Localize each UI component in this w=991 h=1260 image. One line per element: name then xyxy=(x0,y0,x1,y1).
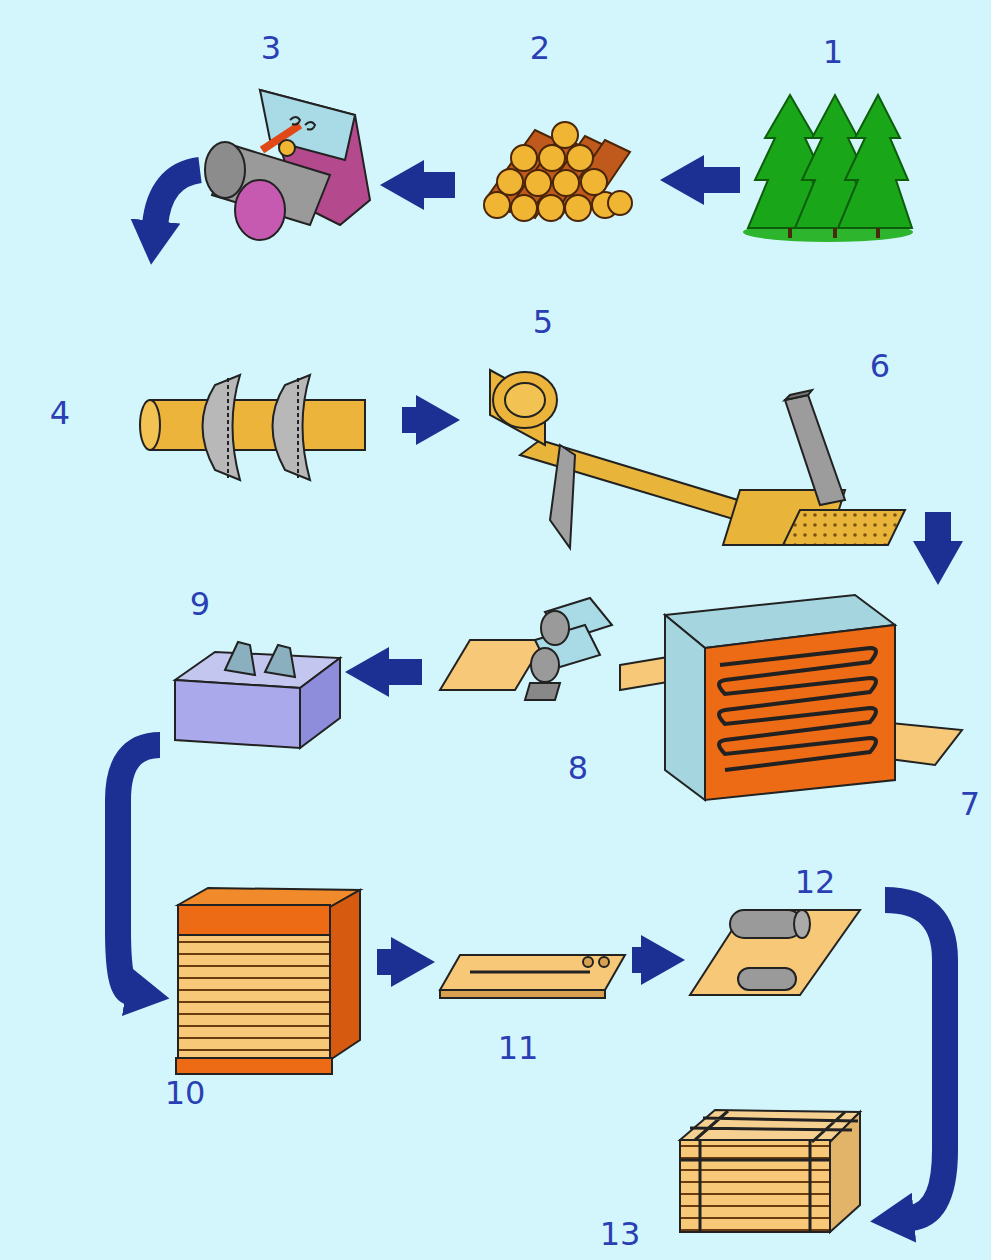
debarker xyxy=(205,90,370,240)
step-number: 9 xyxy=(190,588,210,620)
roller-press xyxy=(440,598,612,700)
step-number: 11 xyxy=(498,1032,539,1064)
packed-plywood xyxy=(680,1110,860,1232)
sanding-machine xyxy=(690,910,860,995)
step-number: 2 xyxy=(530,32,550,64)
step-number: 12 xyxy=(795,866,836,898)
log-pile xyxy=(484,122,632,221)
flow-arrows xyxy=(118,170,945,1218)
step-number: 4 xyxy=(50,397,70,429)
step-number: 8 xyxy=(568,752,588,784)
step-number: 1 xyxy=(823,36,843,68)
step-number: 6 xyxy=(870,350,890,382)
veneer-dryer xyxy=(620,595,962,800)
step-number: 13 xyxy=(600,1218,641,1250)
forest xyxy=(743,95,913,242)
plywood-panel xyxy=(440,955,625,998)
step-number: 5 xyxy=(533,306,553,338)
cross-cut-saw xyxy=(140,375,365,480)
hot-press xyxy=(176,888,360,1074)
glue-spreader xyxy=(175,642,340,748)
step-number: 7 xyxy=(960,788,980,820)
step-number: 10 xyxy=(165,1077,206,1109)
veneer-clipper xyxy=(723,390,905,545)
step-number: 3 xyxy=(261,32,281,64)
